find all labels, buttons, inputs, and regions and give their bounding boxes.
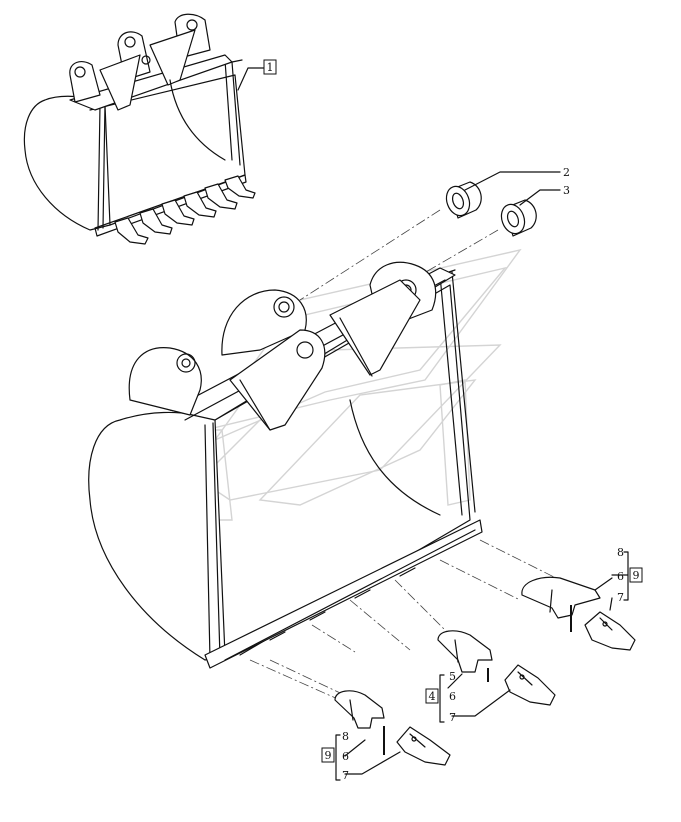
svg-text:8: 8 xyxy=(342,730,349,743)
tooth-set-lower xyxy=(334,690,451,766)
tooth-set-middle xyxy=(437,630,556,706)
svg-text:7: 7 xyxy=(617,591,624,604)
tooth-set-right xyxy=(521,576,636,651)
svg-text:6: 6 xyxy=(617,570,624,583)
bushing-2 xyxy=(445,181,482,219)
large-bucket-assembly xyxy=(88,261,483,669)
svg-text:9: 9 xyxy=(325,749,332,762)
svg-text:6: 6 xyxy=(342,750,349,763)
svg-text:1: 1 xyxy=(267,61,274,74)
svg-text:6: 6 xyxy=(449,690,456,703)
svg-text:5: 5 xyxy=(449,670,456,683)
small-bucket-assembly xyxy=(23,13,256,245)
svg-text:8: 8 xyxy=(617,546,624,559)
callout-group-right: 8 6 9 7 xyxy=(617,546,643,604)
callout-group-lower: 8 9 6 7 xyxy=(321,730,349,782)
callout-2: 2 xyxy=(563,166,570,179)
small-bucket-teeth xyxy=(114,175,256,245)
svg-text:7: 7 xyxy=(342,769,349,782)
bushing-3 xyxy=(500,199,537,237)
svg-text:9: 9 xyxy=(633,569,640,582)
svg-text:4: 4 xyxy=(429,690,436,703)
callout-3: 3 xyxy=(563,184,570,197)
callout-1: 1 xyxy=(263,59,277,75)
svg-text:7: 7 xyxy=(449,711,456,724)
leader-lines xyxy=(237,67,629,775)
callout-group-middle: 5 4 6 7 xyxy=(425,670,456,724)
